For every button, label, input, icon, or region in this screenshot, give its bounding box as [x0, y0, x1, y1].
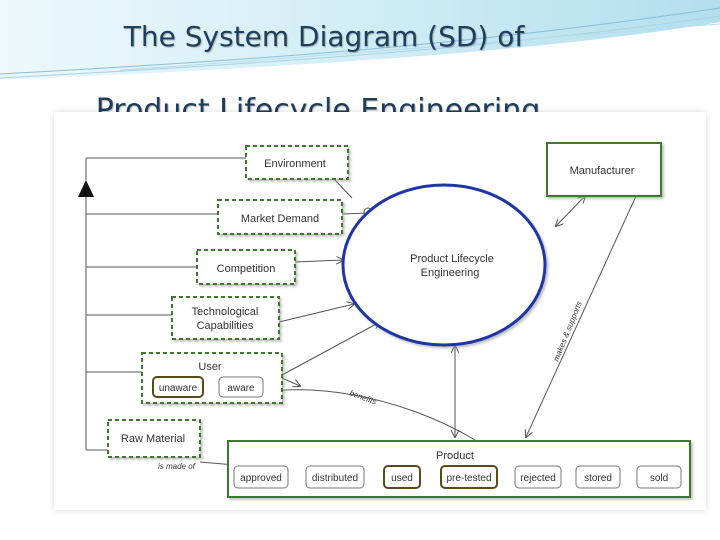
process-label-line1: Product Lifecycle — [410, 253, 494, 265]
state-label: aware — [227, 383, 255, 394]
product-state-label: rejected — [520, 473, 556, 484]
object-competition: Competition — [196, 249, 296, 285]
object-label: Product — [436, 450, 474, 462]
object-label: Manufacturer — [570, 165, 635, 177]
object-label-line1: Technological — [192, 306, 259, 318]
product-state-label: pre-tested — [446, 473, 491, 484]
state-aware — [218, 376, 264, 398]
link-label-benefits: benefits — [348, 388, 377, 406]
object-label: Competition — [217, 263, 276, 275]
process-label-line2: Engineering — [421, 267, 480, 279]
generalization-triangle — [78, 180, 94, 197]
object-manufacturer: Manufacturer — [546, 142, 662, 197]
process-product-lifecycle-engineering: Product Lifecycle Engineering — [341, 183, 547, 347]
product-state-sold — [636, 465, 682, 489]
header-decoration — [0, 0, 720, 80]
object-label: Environment — [264, 158, 326, 170]
state-label: unaware — [159, 383, 198, 394]
product-state-approved — [233, 465, 289, 489]
product-state-rejected — [514, 465, 562, 489]
link-label-makes-supports: makes & supports — [552, 300, 584, 363]
product-state-label: sold — [650, 473, 668, 484]
product-state-used — [383, 465, 421, 489]
generalization-links — [78, 157, 246, 451]
object-user: User unaware aware — [141, 352, 283, 404]
object-label: User — [198, 361, 222, 373]
product-state-label: stored — [584, 473, 612, 484]
object-label-line2: Capabilities — [197, 320, 254, 332]
product-state-pre-tested — [440, 465, 498, 489]
state-unaware — [152, 376, 204, 398]
object-label: Market Demand — [241, 213, 319, 225]
object-technological-capabilities: Technological Capabilities — [171, 296, 280, 340]
product-state-stored — [575, 465, 621, 489]
title-line-1: The System Diagram (SD) of — [123, 20, 525, 53]
object-market-demand: Market Demand — [217, 199, 343, 235]
object-product: Product approved distributed used pre-teste… — [227, 440, 691, 498]
object-environment: Environment — [245, 145, 349, 180]
product-state-label: distributed — [312, 473, 358, 484]
product-states: approved distributed used pre-tested rejecte… — [233, 465, 682, 489]
product-state-distributed — [305, 465, 365, 489]
product-state-label: approved — [240, 473, 282, 484]
object-raw-material: Raw Material — [107, 419, 201, 458]
product-state-label: used — [391, 473, 413, 484]
link-label-is-made-of: is made of — [158, 462, 196, 471]
object-label: Raw Material — [121, 433, 185, 445]
